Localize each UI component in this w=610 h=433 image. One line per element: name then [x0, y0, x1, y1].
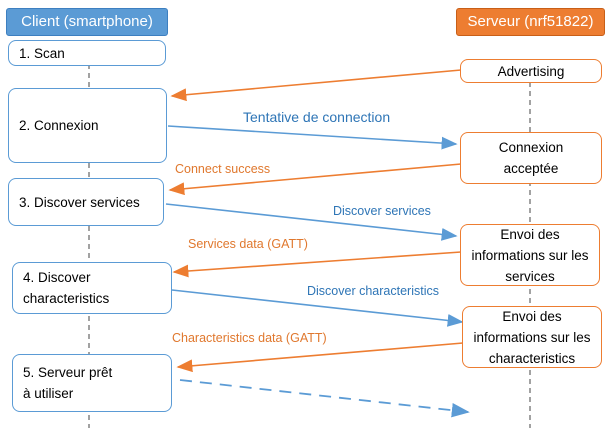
label-services-data: Services data (GATT): [188, 237, 308, 251]
arrow-advertising: [170, 69, 462, 102]
label-discover-services: Discover services: [333, 204, 431, 218]
client-header: Client (smartphone): [6, 8, 168, 36]
server-step-advertising: Advertising: [460, 59, 602, 83]
server-header: Serveur (nrf51822): [456, 8, 605, 36]
arrow-tentative-connection: [167, 125, 458, 150]
label-tentative-connection: Tentative de connection: [243, 109, 391, 125]
server-step-connexion-acceptee: Connexion acceptée: [460, 132, 602, 184]
label-connect-success: Connect success: [175, 162, 271, 176]
client-step-discover-services: 3. Discover services: [8, 178, 164, 226]
client-step-scan: 1. Scan: [8, 40, 166, 66]
client-step-serveur-pret: 5. Serveur prêt à utiliser: [12, 354, 172, 412]
arrow-characteristics-data: [176, 342, 464, 373]
server-step-envoi-characteristics: Envoi des informations sur les character…: [462, 306, 602, 368]
client-step-discover-characteristics: 4. Discover characteristics: [12, 262, 172, 314]
label-characteristics-data: Characteristics data (GATT): [172, 331, 327, 345]
client-step-connexion: 2. Connexion: [8, 88, 167, 163]
arrow-ready-dashed: [179, 379, 470, 418]
arrow-discover-services: [165, 203, 458, 241]
arrow-services-data: [172, 251, 462, 278]
label-discover-characteristics: Discover characteristics: [307, 284, 439, 298]
server-step-envoi-services: Envoi des informations sur les services: [460, 224, 600, 286]
arrow-discover-characteristics: [171, 289, 464, 327]
arrow-connect-success: [168, 163, 462, 196]
